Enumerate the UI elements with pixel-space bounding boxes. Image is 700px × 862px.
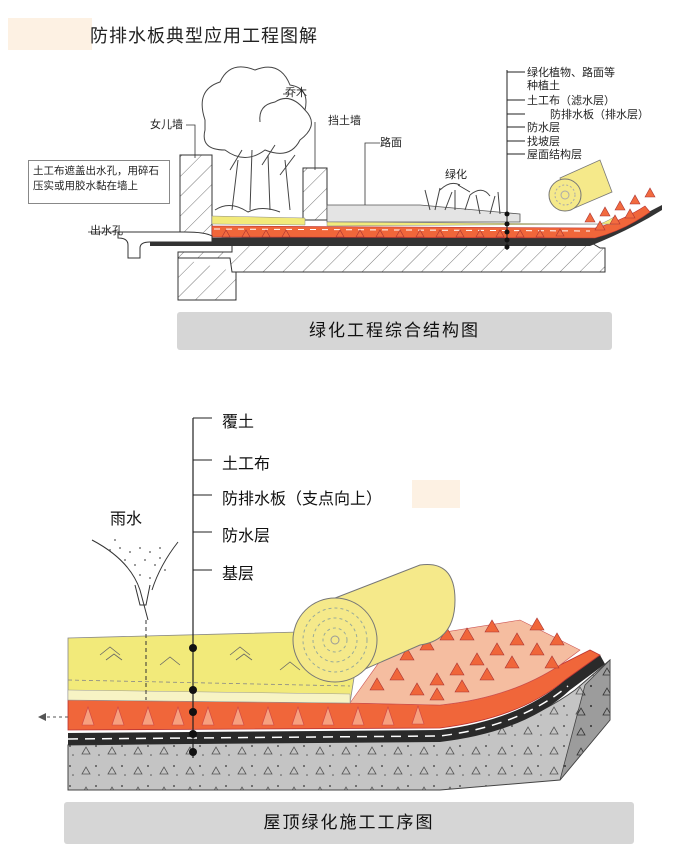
caption-bottom: 屋顶绿化施工工序图 bbox=[64, 802, 634, 844]
layer-label-bottom-5: 基层 bbox=[222, 564, 255, 583]
layer-label-bottom-1: 覆土 bbox=[222, 412, 255, 431]
tree-sketch bbox=[201, 66, 312, 213]
outlet-pipe bbox=[117, 231, 213, 259]
caption-top: 绿化工程综合结构图 bbox=[177, 312, 612, 350]
layer-label-top-4: 防排水板（排水层） bbox=[550, 108, 649, 121]
geotextile-roll-top bbox=[548, 159, 613, 212]
parapet-wall bbox=[179, 154, 213, 244]
label-tree: 乔木 bbox=[285, 86, 307, 99]
soil-layer-bottom bbox=[67, 631, 361, 704]
label-rain: 雨水 bbox=[110, 509, 143, 528]
water-outflow-arrow bbox=[38, 713, 68, 721]
layer-label-top-3: 土工布（滤水层） bbox=[527, 94, 615, 107]
drain-bumps-top bbox=[221, 228, 565, 238]
waterproof-layer-bottom bbox=[68, 655, 605, 745]
drain-board-slope-top bbox=[584, 187, 656, 231]
road-slab bbox=[326, 204, 521, 223]
label-retaining-wall: 挡土墙 bbox=[328, 114, 361, 127]
page-title: 防排水板典型应用工程图解 bbox=[90, 26, 318, 47]
label-outlet: 出水孔 bbox=[90, 224, 123, 237]
layer-label-bottom-2: 土工布 bbox=[222, 454, 271, 473]
retaining-wall bbox=[302, 167, 328, 221]
label-highlight bbox=[412, 480, 460, 508]
rain-splash bbox=[91, 539, 179, 700]
label-road: 路面 bbox=[380, 136, 402, 149]
layer-label-bottom-3: 防排水板（支点向上） bbox=[222, 489, 383, 508]
layer-label-top-2: 种植土 bbox=[527, 79, 560, 92]
roof-structure-top bbox=[177, 241, 606, 301]
label-parapet: 女儿墙 bbox=[150, 118, 183, 131]
plants-sketch bbox=[424, 182, 501, 215]
title-highlight bbox=[8, 18, 92, 50]
layer-label-bottom-4: 防水层 bbox=[222, 526, 271, 545]
layer-label-top-1: 绿化植物、路面等 bbox=[527, 66, 615, 79]
leader-lines-top bbox=[88, 93, 471, 233]
note-box: 土工布遮盖出水孔，用碎石压实或用胶水黏在墙上 bbox=[28, 160, 170, 204]
layer-marker-top bbox=[504, 70, 525, 250]
label-greening: 绿化 bbox=[445, 168, 467, 181]
layer-label-top-7: 屋面结构层 bbox=[527, 148, 582, 161]
layer-label-top-6: 找坡层 bbox=[527, 135, 560, 148]
layer-label-top-5: 防水层 bbox=[527, 121, 560, 134]
drain-board-top bbox=[211, 205, 651, 239]
geotextile-roll-bottom bbox=[292, 563, 456, 683]
layer-marker-bottom bbox=[189, 417, 212, 758]
